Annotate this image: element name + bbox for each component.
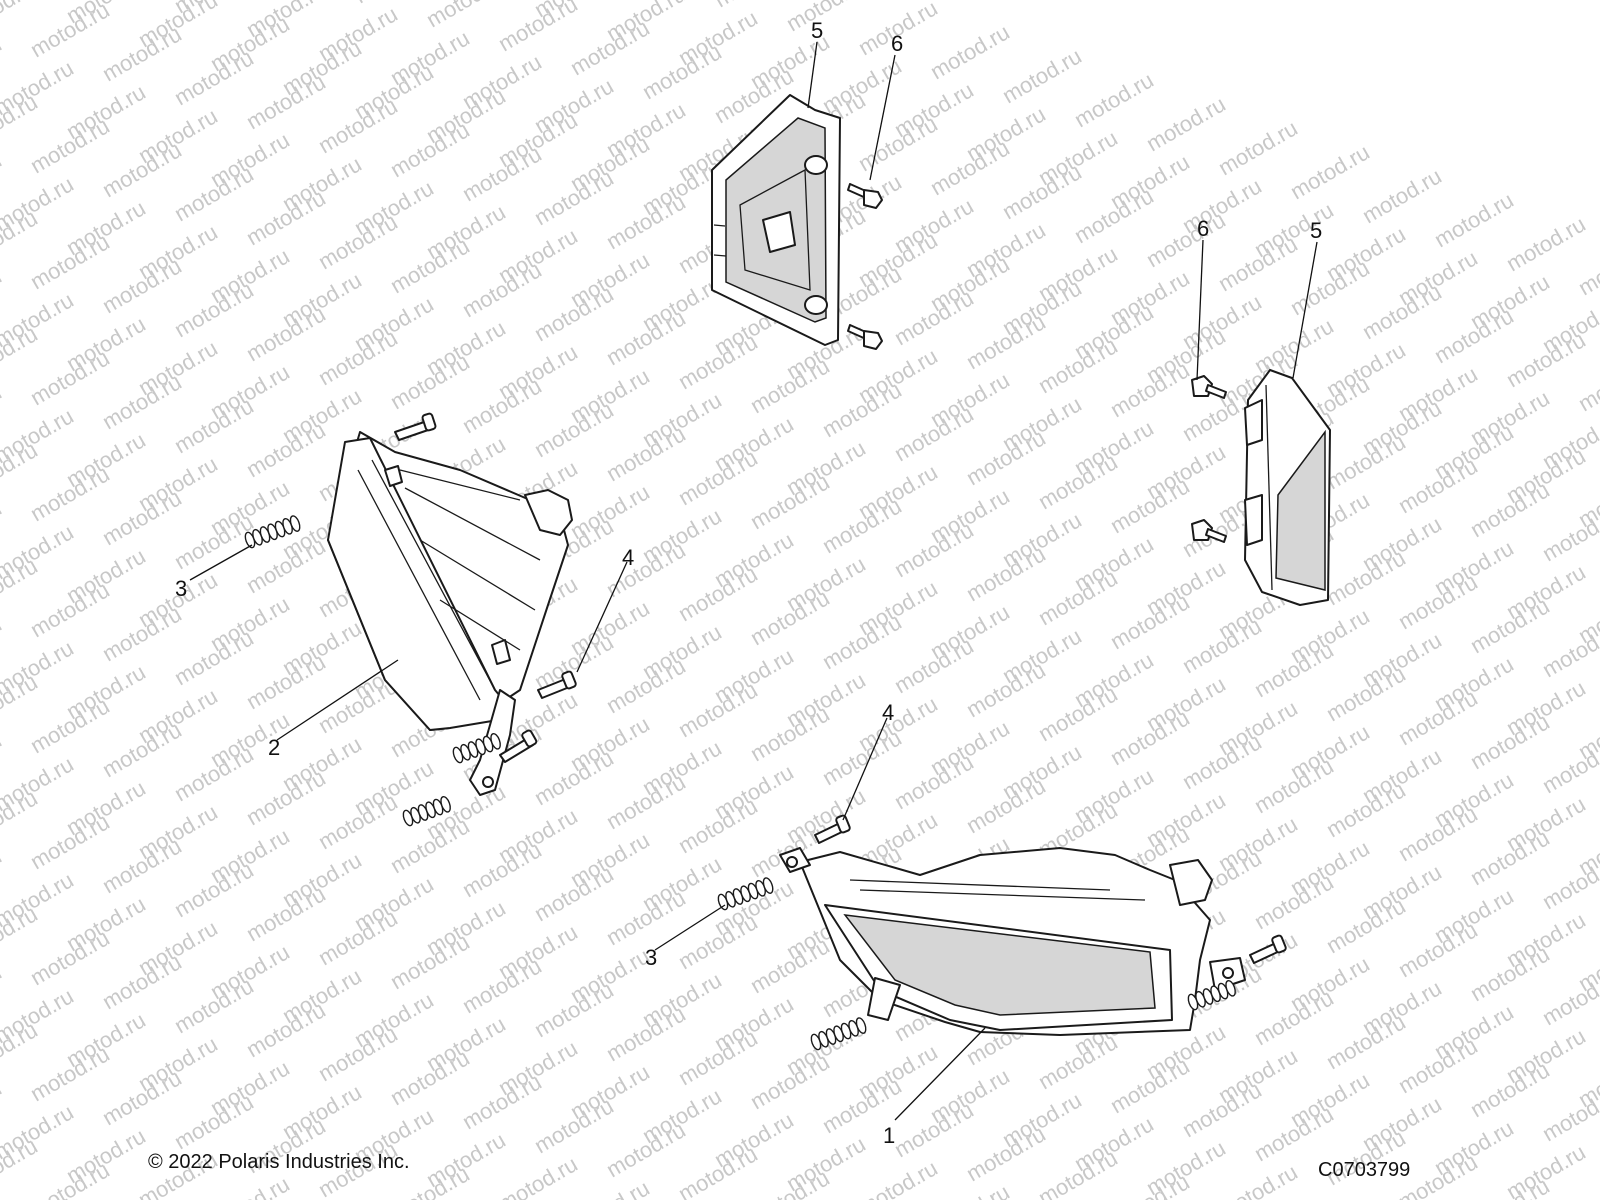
watermark-text: motod.ru [1574, 1163, 1600, 1200]
copyright-notice: © 2022 Polaris Industries Inc. [148, 1151, 410, 1173]
watermark-text: motod.ru [926, 19, 1014, 84]
callout-labels: 1 2 3 3 4 4 5 5 6 6 [175, 18, 1322, 1148]
screw-lower-right [1249, 934, 1287, 964]
watermark-text: motod.ru [494, 0, 582, 56]
watermark-text: motod.ru [206, 1171, 294, 1200]
watermark-text: motod.ru [1214, 115, 1302, 180]
spring-lower-bottom [810, 1017, 867, 1051]
watermark-text: motod.ru [0, 0, 42, 38]
bolt-right-1 [1191, 375, 1227, 399]
watermark-text: motod.ru [0, 843, 6, 908]
spring-left-low [402, 795, 451, 827]
bracket-upper [711, 94, 841, 346]
callout-4: 4 [622, 545, 634, 570]
leader-lines [189, 41, 1318, 1121]
callout-4: 4 [882, 700, 894, 725]
watermark-text: motod.ru [1286, 139, 1374, 204]
watermark-text: motod.ru [926, 1179, 1014, 1200]
callout-1: 1 [883, 1123, 895, 1148]
callout-5: 5 [811, 18, 823, 43]
watermark-text: motod.ru [854, 1155, 942, 1200]
spring-lower-right [1187, 979, 1236, 1011]
callout-6: 6 [1197, 216, 1209, 241]
screw-left-mid [537, 670, 577, 699]
watermark-text: motod.ru [494, 1151, 582, 1200]
spring-lower-left [717, 877, 774, 911]
watermark-text: motod.ru [0, 611, 6, 676]
watermark-text: motod.ru [0, 147, 6, 212]
watermark-text: motod.ru [1070, 67, 1158, 132]
watermark-text: motod.ru [1214, 1159, 1302, 1200]
screw-left-top [394, 412, 437, 441]
callout-2: 2 [268, 735, 280, 760]
bolt-upper-2 [847, 324, 883, 350]
watermark-text: motod.ru [0, 495, 6, 560]
watermark-text: motod.ru [566, 1175, 654, 1200]
spring-left-mid [452, 732, 501, 764]
watermark-text: motod.ru [782, 0, 870, 36]
headlamp-left [327, 431, 573, 796]
watermark-text: motod.ru [710, 0, 798, 12]
screw-lower-top [814, 814, 851, 844]
diagram-code: C0703799 [1318, 1159, 1411, 1181]
watermark-text: motod.ru [1430, 187, 1518, 252]
headlamp-lower [779, 847, 1246, 1036]
bolt-upper-1 [847, 183, 883, 209]
watermark-text: motod.ru [1142, 91, 1230, 156]
watermark-text: motod.ru [0, 727, 6, 792]
callout-3: 3 [175, 576, 187, 601]
watermark-text: motod.ru [1574, 351, 1600, 416]
screw-left-low [499, 729, 538, 763]
watermark-text: motod.ru [998, 43, 1086, 108]
watermark-text: motod.ru [350, 0, 438, 8]
watermark-text: motod.ru [0, 31, 6, 96]
callout-5: 5 [1310, 218, 1322, 243]
callout-6: 6 [891, 31, 903, 56]
bracket-right [1244, 369, 1331, 606]
watermark-text: motod.ru [1502, 211, 1590, 276]
watermark-text: motod.ru [0, 959, 6, 1024]
watermark-text: motod.ru [0, 1075, 6, 1140]
watermark-text: motod.ru [1358, 163, 1446, 228]
watermark-text: motod.ru [422, 0, 510, 32]
watermark-text: motod.ru [0, 263, 6, 328]
watermark-text: motod.ru [0, 379, 6, 444]
bolt-right-2 [1191, 519, 1227, 543]
callout-3: 3 [645, 945, 657, 970]
watermark-text: motod.ru [1574, 235, 1600, 300]
spring-left-upper [244, 515, 301, 549]
